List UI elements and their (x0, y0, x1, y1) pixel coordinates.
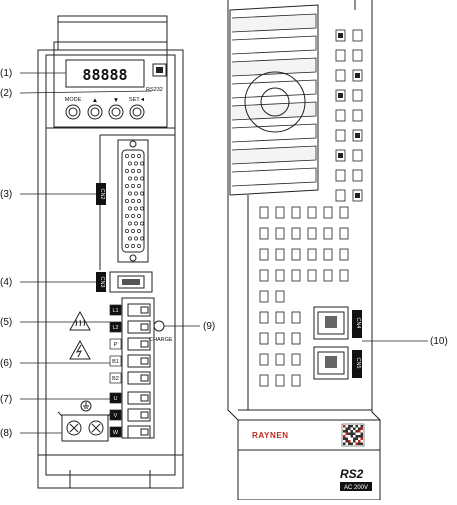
callout-3: (3) (0, 189, 12, 200)
callout-lines (19, 72, 428, 434)
cn3-label: CN3 (99, 276, 105, 287)
terminal-label-l1: L1 (112, 308, 118, 314)
charge-led (153, 320, 165, 332)
cn3-tag (96, 272, 106, 292)
up-button[interactable] (87, 104, 103, 120)
cn2-pins (125, 154, 144, 248)
callout-7: (7) (0, 394, 12, 405)
terminal-label-b1: B1 (112, 359, 119, 365)
cn4-port[interactable] (313, 306, 349, 340)
callout-6: (6) (0, 358, 12, 369)
hot-surface-warning-icon (69, 310, 91, 331)
ground-icon (80, 400, 92, 412)
callout-9: (9) (203, 321, 215, 332)
callout-8: (8) (0, 428, 12, 439)
front-view (37, 15, 184, 489)
down-arrow-icon: ▼ (113, 97, 119, 104)
callout-5: (5) (0, 317, 12, 328)
mode-label: MODE (65, 97, 82, 103)
callout-1: (1) (0, 68, 12, 79)
terminal-label-v: V (114, 413, 118, 419)
mode-button[interactable] (65, 104, 81, 120)
cn2-connector[interactable] (117, 139, 149, 263)
up-arrow-icon: ▲ (92, 97, 98, 104)
terminal-label-b2: B2 (112, 376, 119, 382)
terminal-label-u: U (114, 396, 118, 402)
rs232-label: RS232 (146, 87, 163, 93)
cn2-label: CN2 (99, 188, 105, 199)
logo-text: RS2 (340, 467, 364, 481)
led-display: 88888 (65, 59, 145, 88)
brand-label: RAYNEN (252, 431, 289, 440)
callout-2: (2) (0, 88, 12, 99)
cn3-connector[interactable] (109, 271, 153, 293)
ventilation-slots (259, 29, 363, 387)
down-button[interactable] (108, 104, 124, 120)
terminal-block[interactable] (121, 297, 155, 439)
cn2-tag (96, 183, 106, 205)
charge-label: CHARGE (149, 337, 173, 343)
display-digits: 88888 (82, 66, 127, 84)
ground-screw-block[interactable] (57, 411, 113, 442)
cn4-tag (352, 310, 362, 338)
cn5-tag (352, 350, 362, 378)
rs232-port[interactable] (152, 63, 167, 77)
callout-4: (4) (0, 277, 12, 288)
terminal-label-w: W (113, 430, 119, 436)
cn4-label: CN4 (355, 317, 361, 328)
terminal-label-l2: L2 (112, 325, 118, 331)
rating-label: AC 200V (344, 485, 368, 491)
terminal-label-p: P (114, 342, 118, 348)
set-button[interactable] (129, 104, 145, 120)
qr-code-icon (341, 423, 365, 447)
cooling-fan (229, 4, 319, 196)
set-label: SET◄ (129, 97, 145, 103)
rs2-logo: RS2 AC 200V (340, 467, 372, 491)
callout-10: (10) (430, 336, 448, 347)
cn5-port[interactable] (313, 346, 349, 380)
cn5-label: CN5 (355, 357, 361, 368)
electric-shock-warning-icon (69, 339, 91, 360)
